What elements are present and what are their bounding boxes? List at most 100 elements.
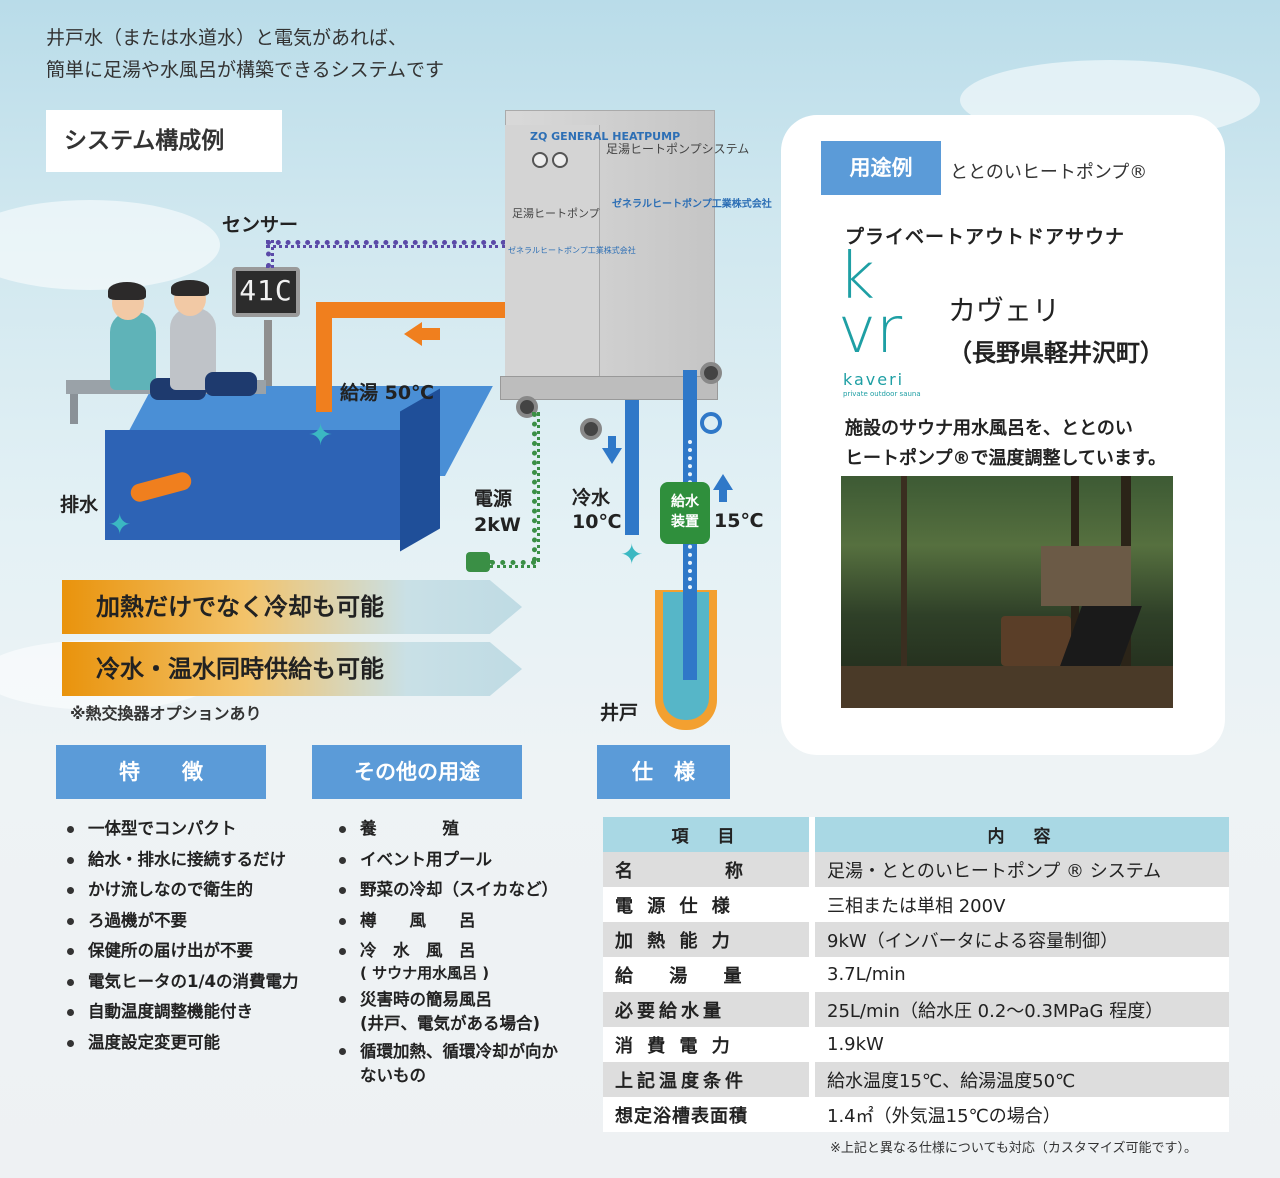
spec-key: 上記温度条件 [603, 1062, 815, 1097]
table-row: 名 称 足湯・ととのいヒートポンプ ® システム [603, 852, 1229, 887]
usage-desc-line-1: 施設のサウナ用水風呂を、ととのい [845, 418, 1133, 439]
table-row: 上記温度条件 給水温度15℃、給湯温度50℃ [603, 1062, 1229, 1097]
table-row: 電 源 仕 様 三相または単相 200V [603, 887, 1229, 922]
intro-line-1: 井戸水（または水道水）と電気があれば、 [46, 27, 408, 49]
spec-value: 三相または単相 200V [815, 887, 1229, 922]
list-item-sub: ( サウナ用水風呂 ) [360, 964, 490, 982]
features-heading: 特 徴 [56, 745, 266, 799]
water-splash-icon: ✦ [108, 508, 132, 541]
person-hair [171, 280, 209, 296]
person-hair [108, 282, 146, 300]
gauge-icon [532, 152, 548, 168]
list-item-text: 災害時の簡易風呂 [360, 990, 492, 1009]
arrow-down-icon [608, 436, 616, 450]
list-item-text: 循環加熱、循環冷却が向か [360, 1042, 558, 1061]
arrow-up-icon [713, 474, 733, 490]
list-item: 一体型でコンパクト [62, 814, 299, 845]
table-row: 必要給水量 25L/min（給水圧 0.2～0.3MPaG 程度） [603, 992, 1229, 1027]
banner-cooling: 加熱だけでなく冷却も可能 [62, 580, 522, 634]
heat-pump-front-panel [505, 125, 600, 395]
wheel [580, 418, 602, 440]
list-item: 温度設定変更可能 [62, 1028, 299, 1059]
person-legs [205, 372, 257, 396]
features-list: 一体型でコンパクト 給水・排水に接続するだけ かけ流しなので衛生的 ろ過機が不要… [62, 814, 299, 1058]
usage-tag: 用途例 [821, 141, 941, 195]
water-splash-icon: ✦ [620, 538, 644, 571]
facility-name: カヴェリ [948, 294, 1061, 327]
power-line [532, 412, 540, 562]
intro-text: 井戸水（または水道水）と電気があれば、 簡単に足湯や水風呂が構築できるシステムで… [46, 22, 444, 86]
feed-temp: 15℃ [714, 510, 764, 532]
power-label-text: 電源 [474, 488, 513, 510]
drain-label: 排水 [60, 494, 99, 516]
arrow-left-icon [404, 322, 422, 346]
list-item: 自動温度調整機能付き [62, 997, 299, 1028]
list-item: 給水・排水に接続するだけ [62, 845, 299, 876]
cold-water-pipe [625, 400, 639, 535]
unit-front-label: 足湯ヒートポンプ [512, 207, 600, 220]
hot-water-pipe [316, 302, 511, 318]
kaveri-logo-vr: vr [838, 294, 903, 368]
tree-trunk [901, 476, 907, 708]
person-girl [110, 312, 156, 390]
list-item: 保健所の届け出が不要 [62, 936, 299, 967]
sensor-pole [264, 320, 272, 410]
bench-leg [70, 394, 78, 424]
spec-key: 必要給水量 [603, 992, 815, 1027]
spec-key: 電 源 仕 様 [603, 887, 815, 922]
spec-value: 1.9kW [815, 1027, 1229, 1062]
wooden-tub [1001, 616, 1071, 666]
wheel [700, 362, 722, 384]
power-value: 2kW [474, 514, 521, 536]
list-item: 災害時の簡易風呂 (井戸、電気がある場合) [334, 984, 558, 1036]
signal-line [266, 240, 506, 248]
cold-water-label: 冷水 10℃ [572, 486, 621, 534]
valve-icon [700, 412, 722, 434]
power-line [490, 560, 536, 568]
arrow-left-icon [420, 328, 440, 340]
spec-value: 9kW（インバータによる容量制御） [815, 922, 1229, 957]
list-item: 樽 風 呂 [334, 906, 558, 937]
banner-simultaneous: 冷水・温水同時供給も可能 [62, 642, 522, 696]
spec-heading: 仕 様 [597, 745, 730, 799]
unit-logo-small: ZQ GENERAL HEATPUMP [530, 130, 681, 143]
sauna-photo [841, 476, 1173, 708]
cold-water-label-text: 冷水 [572, 487, 611, 509]
facility-info: カヴェリ （長野県軽井沢町） [948, 290, 1164, 374]
unit-top-label: 足湯ヒートポンプシステム [606, 142, 750, 156]
spec-key: 名 称 [603, 852, 815, 887]
hot-water-pipe [316, 302, 332, 412]
table-row: 給 湯 量 3.7L/min [603, 957, 1229, 992]
list-item: イベント用プール [334, 845, 558, 876]
spec-value: 給水温度15℃、給湯温度50℃ [815, 1062, 1229, 1097]
well-pipe [683, 590, 697, 680]
spec-value: 3.7L/min [815, 957, 1229, 992]
spec-value: 1.4㎡（外気温15℃の場合） [815, 1097, 1229, 1132]
list-item: 電気ヒータの1/4の消費電力 [62, 967, 299, 998]
pool-side [400, 388, 440, 552]
usage-subtitle: プライベートアウトドアサウナ [845, 226, 1126, 248]
table-row: 想定浴槽表面積 1.4㎡（外気温15℃の場合） [603, 1097, 1229, 1132]
spec-col-item: 項 目 [603, 817, 815, 852]
list-item-text: 冷 水 風 呂 [360, 941, 476, 960]
feeder-label: 給水装置 [671, 494, 699, 530]
power-label: 電源 2kW [474, 486, 521, 538]
other-uses-heading: その他の用途 [312, 745, 522, 799]
table-header-row: 項 目 内 容 [603, 817, 1229, 852]
spec-value: 25L/min（給水圧 0.2～0.3MPaG 程度） [815, 992, 1229, 1027]
sensor-display: 41C [232, 267, 300, 317]
spec-key: 給 湯 量 [603, 957, 815, 992]
spec-table: 項 目 内 容 名 称 足湯・ととのいヒートポンプ ® システム 電 源 仕 様… [603, 817, 1229, 1132]
spec-key: 想定浴槽表面積 [603, 1097, 815, 1132]
list-item: 冷 水 風 呂 ( サウナ用水風呂 ) [334, 936, 558, 984]
facility-location: （長野県軽井沢町） [948, 339, 1164, 367]
gauge-icon [552, 152, 568, 168]
list-item: 循環加熱、循環冷却が向か ないもの [334, 1036, 558, 1088]
wooden-deck [841, 666, 1173, 708]
heat-exchanger-note: ※熱交換器オプションあり [70, 704, 262, 723]
intro-line-2: 簡単に足湯や水風呂が構築できるシステムです [46, 59, 445, 81]
spec-value: 足湯・ととのいヒートポンプ ® システム [815, 852, 1229, 887]
feed-pipe-stripe [688, 440, 692, 670]
signal-line [266, 240, 274, 268]
table-row: 加 熱 能 力 9kW（インバータによる容量制御） [603, 922, 1229, 957]
